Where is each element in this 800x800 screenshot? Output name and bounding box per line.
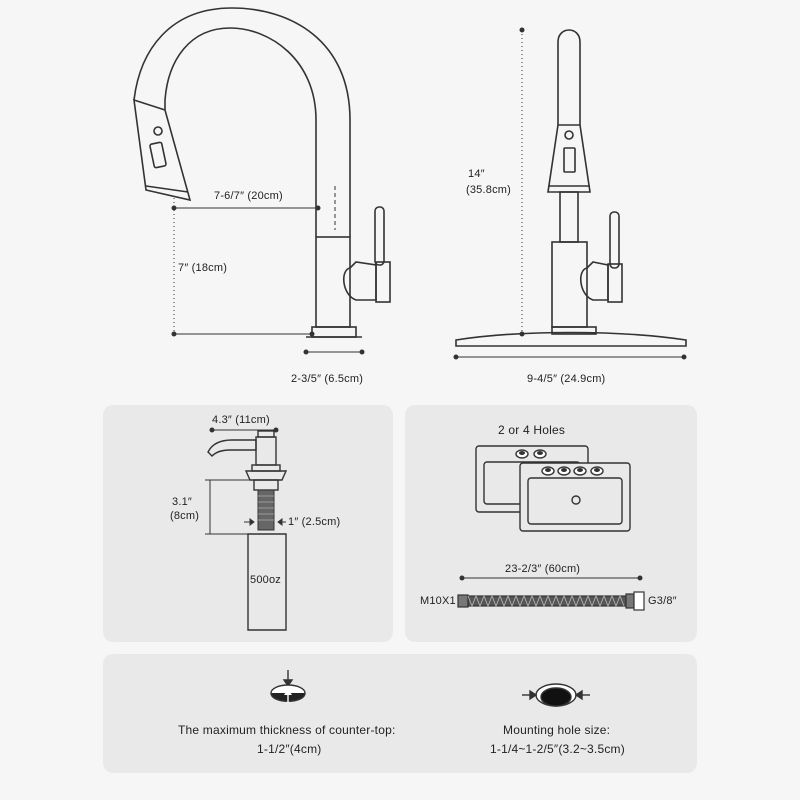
nozzle-length-label: 4.3″ (11cm) [212,414,270,426]
countertop-thickness-value: 1-1/2″(4cm) [257,742,322,756]
total-height-label: 14″ [468,168,485,180]
hose-length-label: 23-2/3″ (60cm) [505,563,581,575]
base-diameter-label: 2-3/5″ (6.5cm) [291,373,364,385]
bottle-capacity-label: 500oz [250,574,281,586]
shank-length-label: 3.1″ [172,496,192,508]
hose-left-thread-label: M10X1 [420,595,456,607]
shank-length-metric-label: (8cm) [170,510,200,522]
holes-title: 2 or 4 Holes [498,423,566,437]
countertop-thickness-label: The maximum thickness of counter-top: [178,723,396,737]
installation-panel [103,654,697,773]
mounting-hole-value: 1-1/4~1-2/5″(3.2~3.5cm) [490,742,625,756]
total-height-metric-label: (35.8cm) [466,184,511,196]
mounting-hole-label: Mounting hole size: [503,723,611,737]
spout-height-label: 7″ (18cm) [178,262,228,274]
hose-right-thread-label: G3/8″ [648,595,677,607]
thread-diameter-label: 1″ (2.5cm) [288,516,341,528]
deck-width-label: 9-4/5″ (24.9cm) [527,373,606,385]
reach-dimension-label: 7-6/7″ (20cm) [214,190,283,202]
